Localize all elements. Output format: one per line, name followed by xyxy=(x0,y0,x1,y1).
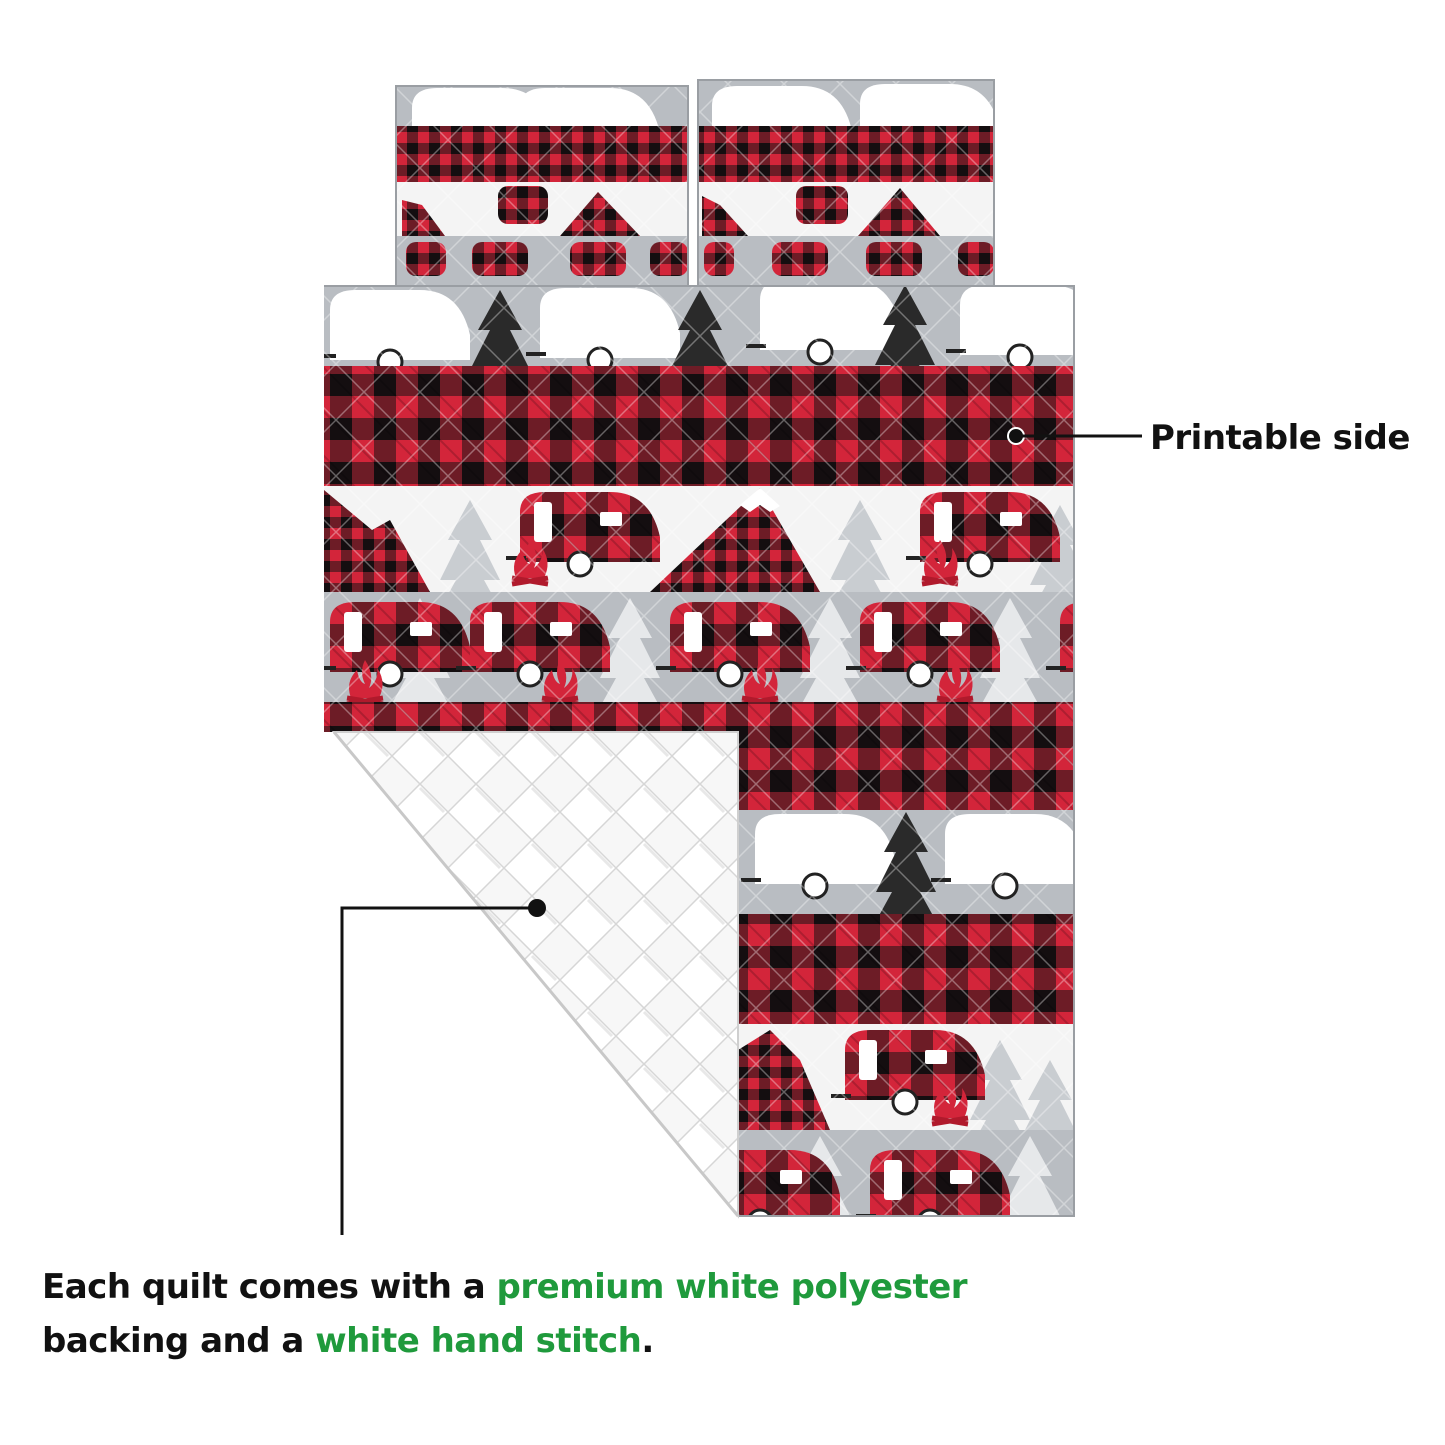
backing-caption: Each quilt comes with a premium white po… xyxy=(42,1260,968,1368)
caption-line-2: backing and a white hand stitch. xyxy=(42,1314,967,1368)
caption-text: backing and a xyxy=(42,1321,316,1361)
printable-side-label: Printable side xyxy=(1150,418,1410,458)
caption-highlight: premium white polyester xyxy=(496,1267,968,1307)
quilt-backing xyxy=(331,731,740,1219)
backing-callout xyxy=(340,899,546,1235)
caption-line-1: Each quilt comes with a premium white po… xyxy=(42,1260,968,1314)
pillow-right xyxy=(697,79,995,287)
printable-side-callout xyxy=(1007,427,1142,445)
caption-highlight: white hand stitch xyxy=(315,1321,642,1361)
caption-text: . xyxy=(641,1321,654,1361)
pillow-left xyxy=(395,85,689,287)
caption-text: Each quilt comes with a xyxy=(42,1267,497,1307)
